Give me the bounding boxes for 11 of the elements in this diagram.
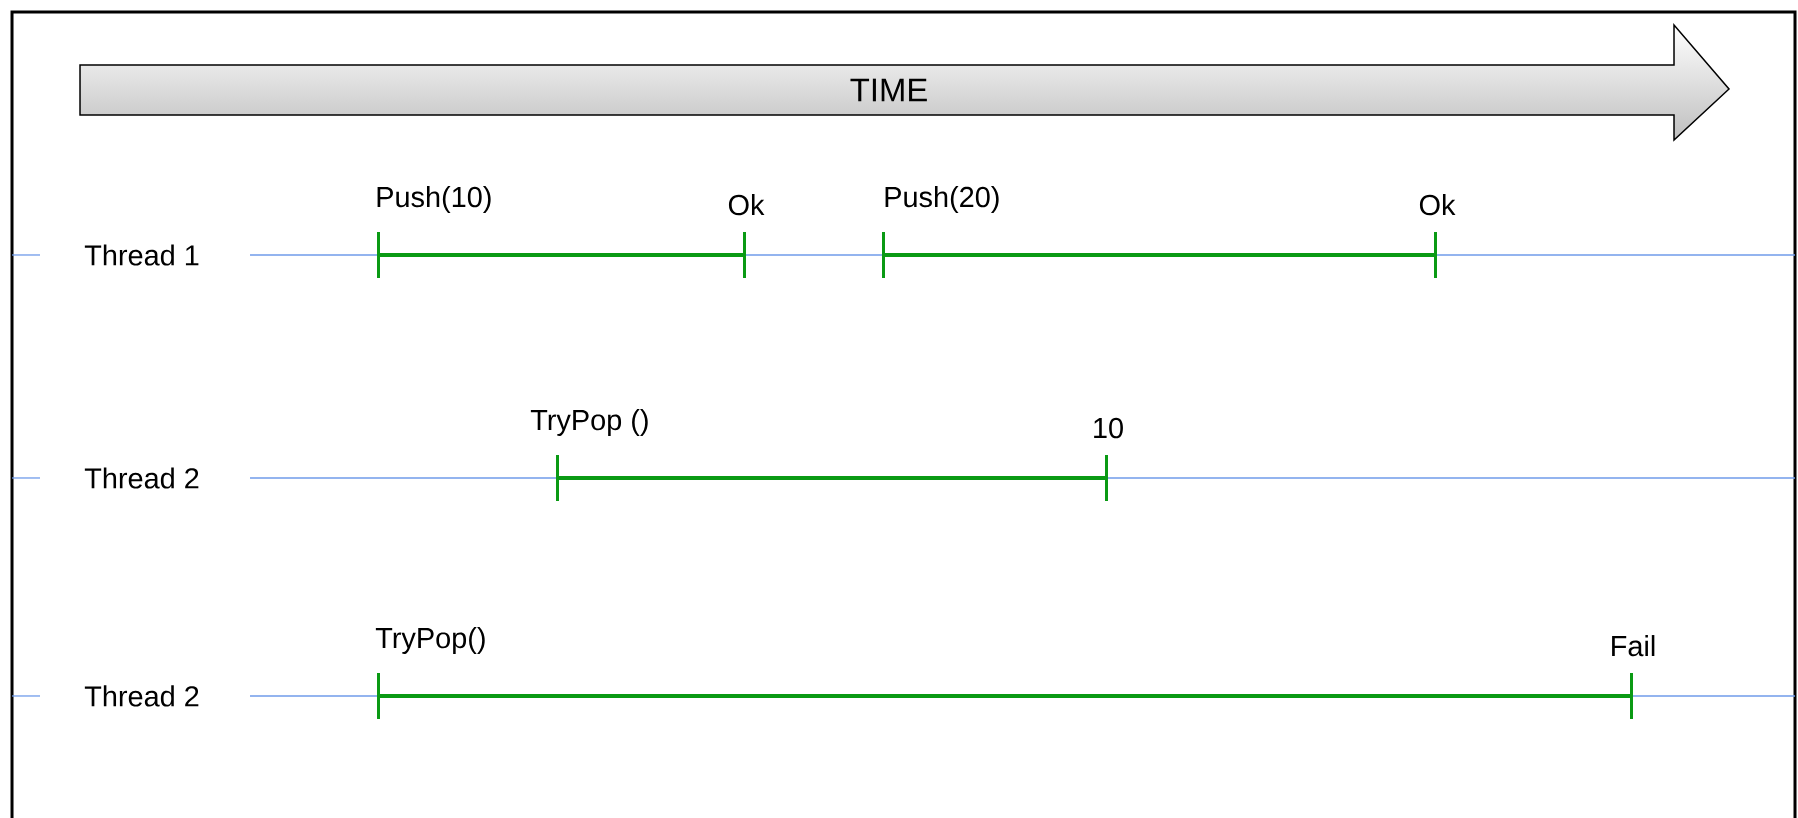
result-label: 10	[1094, 417, 1123, 439]
thread-label: Thread 2	[84, 467, 199, 489]
call-label: TryPop()	[375, 627, 485, 654]
call-label: Push(20)	[885, 186, 999, 213]
result-label: Ok	[1419, 194, 1456, 216]
thread-label: Thread 2	[84, 685, 199, 707]
call-label: Push(10)	[377, 186, 491, 213]
thread-label: Thread 1	[84, 244, 199, 266]
result-label: Fail	[1612, 635, 1655, 657]
call-label: TryPop ()	[530, 409, 648, 436]
result-label: Ok	[728, 194, 765, 216]
